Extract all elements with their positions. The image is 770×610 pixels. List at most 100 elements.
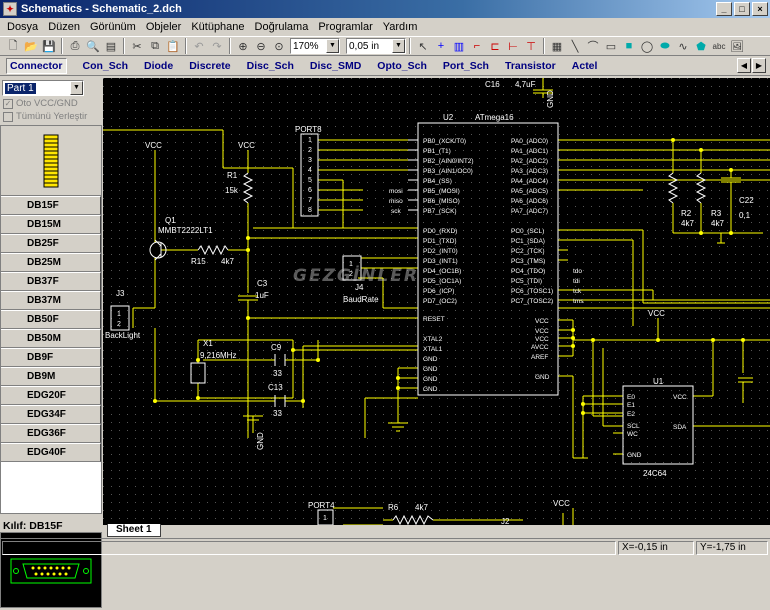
menu-gorunum[interactable]: Görünüm	[89, 21, 136, 33]
menu-objeler[interactable]: Objeler	[145, 21, 182, 33]
place-all-checkbox[interactable]: Tümünü Yerleştir	[3, 111, 87, 122]
x1-crystal[interactable]	[190, 362, 206, 384]
lib-scroll-right-button[interactable]: ▶	[752, 58, 766, 73]
rectangle-icon[interactable]: ▭	[605, 40, 617, 53]
lib-tab-actel[interactable]: Actel	[571, 59, 598, 72]
menu-dosya[interactable]: Dosya	[7, 21, 39, 33]
c9-capacitor[interactable]	[274, 354, 286, 366]
r1-resistor[interactable]	[242, 172, 254, 204]
j4-header[interactable]	[342, 255, 362, 281]
u1-eeprom[interactable]	[622, 385, 694, 465]
undo-icon[interactable]: ↶	[194, 40, 204, 53]
chevron-down-icon: ▼	[326, 39, 339, 53]
port8-header[interactable]	[300, 133, 319, 217]
c9-value: 33	[273, 369, 282, 378]
part-item-edg20f[interactable]: EDG20F	[1, 386, 101, 405]
text-icon[interactable]: abc	[712, 41, 726, 51]
lib-tab-diode[interactable]: Diode	[144, 59, 174, 72]
r6-resistor[interactable]	[392, 514, 434, 525]
wire-icon[interactable]: ⌐	[473, 40, 481, 52]
save-icon[interactable]: 💾	[42, 40, 56, 53]
zoom-out-icon[interactable]: ⊖	[256, 40, 266, 53]
tab-sheet-1[interactable]: Sheet 1	[107, 524, 161, 537]
menu-duzen[interactable]: Düzen	[48, 21, 80, 33]
grid-select[interactable]: 0,05 in▼	[346, 38, 406, 54]
svg-text:tms: tms	[573, 298, 584, 305]
junction-dots	[153, 138, 745, 415]
auto-vcc-gnd-checkbox[interactable]: ✓Oto VCC/GND	[3, 98, 78, 109]
part-preview[interactable]	[1, 126, 101, 196]
arc-icon[interactable]: ⌒	[587, 41, 599, 53]
q1-transistor[interactable]	[149, 241, 167, 259]
c22-label: C22	[739, 196, 754, 205]
table-icon[interactable]: ▦	[551, 40, 563, 53]
print-preview-icon[interactable]: 🔍	[86, 40, 100, 53]
maximize-button[interactable]: □	[734, 2, 750, 16]
zoom-fit-icon[interactable]: ⊙	[274, 40, 284, 53]
zoom-in-icon[interactable]: ⊕	[238, 40, 248, 53]
lib-tab-disc-sch[interactable]: Disc_Sch	[246, 59, 294, 72]
part-item-db37m[interactable]: DB37M	[1, 291, 101, 310]
r3-resistor[interactable]	[695, 172, 707, 204]
svg-text:4: 4	[308, 167, 312, 174]
r15-resistor[interactable]	[197, 244, 229, 256]
filled-rect-icon[interactable]: ■	[625, 40, 633, 52]
part-item-edg34f[interactable]: EDG34F	[1, 405, 101, 424]
lib-tab-transistor[interactable]: Transistor	[504, 59, 556, 72]
part-select[interactable]: Part 1▼	[2, 80, 84, 96]
part-item-db9f[interactable]: DB9F	[1, 348, 101, 367]
part-item-db25m[interactable]: DB25M	[1, 253, 101, 272]
close-button[interactable]: ×	[752, 2, 768, 16]
u2-chip-body[interactable]	[417, 122, 559, 396]
cut-icon[interactable]: ✂	[132, 40, 142, 53]
print-icon[interactable]: ⎙	[70, 39, 80, 52]
image-icon[interactable]: 🖼	[730, 40, 744, 53]
lib-tab-con-sch[interactable]: Con_Sch	[82, 59, 129, 72]
new-file-icon[interactable]: 🗋	[8, 39, 18, 52]
filled-ellipse-icon[interactable]: ⬬	[660, 39, 670, 52]
component-icon[interactable]: ▥	[453, 40, 465, 53]
net-label-icon[interactable]: ⊢	[508, 40, 518, 53]
polygon-icon[interactable]: ⬟	[696, 40, 706, 53]
part-item-db50m[interactable]: DB50M	[1, 329, 101, 348]
menu-kutuphane[interactable]: Kütüphane	[191, 21, 245, 33]
lib-tab-connector[interactable]: Connector	[6, 57, 67, 74]
lib-tab-discrete[interactable]: Discrete	[189, 59, 231, 72]
pointer-icon[interactable]: ↖	[418, 40, 428, 53]
part-item-db15f[interactable]: DB15F	[1, 196, 101, 215]
j3-header[interactable]	[110, 305, 130, 331]
part-item-db37f[interactable]: DB37F	[1, 272, 101, 291]
port4-header[interactable]	[317, 509, 334, 525]
power-icon[interactable]: ⊤	[526, 40, 536, 53]
part-item-db25f[interactable]: DB25F	[1, 234, 101, 253]
crosshair-icon[interactable]: +	[437, 40, 445, 52]
part-item-db50f[interactable]: DB50F	[1, 310, 101, 329]
r2-resistor[interactable]	[667, 172, 679, 204]
part-item-db9m[interactable]: DB9M	[1, 367, 101, 386]
minimize-button[interactable]: _	[716, 2, 732, 16]
part-item-edg36f[interactable]: EDG36F	[1, 424, 101, 443]
open-folder-icon[interactable]: 📂	[24, 40, 38, 53]
page-setup-icon[interactable]: ▤	[105, 40, 117, 53]
paste-icon[interactable]: 📋	[166, 40, 180, 53]
copy-icon[interactable]: ⧉	[151, 39, 159, 52]
part-item-db15m[interactable]: DB15M	[1, 215, 101, 234]
redo-icon[interactable]: ↷	[212, 40, 222, 53]
lib-tab-disc-smd[interactable]: Disc_SMD	[309, 59, 362, 72]
svg-text:GND: GND	[627, 452, 642, 459]
menu-programlar[interactable]: Programlar	[318, 21, 373, 33]
menu-dogrulama[interactable]: Doğrulama	[254, 21, 309, 33]
c13-capacitor[interactable]	[274, 395, 286, 407]
menu-yardim[interactable]: Yardım	[382, 21, 418, 33]
line-icon[interactable]: ╲	[571, 40, 579, 53]
zoom-select[interactable]: 170%▼	[290, 38, 340, 54]
part-item-edg40f[interactable]: EDG40F	[1, 443, 101, 462]
ellipse-icon[interactable]: ◯	[640, 40, 654, 53]
bus-icon[interactable]: ⊏	[490, 40, 500, 53]
curve-icon[interactable]: ∿	[678, 40, 688, 53]
lib-tab-opto-sch[interactable]: Opto_Sch	[377, 59, 427, 72]
u2-label: U2	[443, 113, 454, 122]
lib-tab-port-sch[interactable]: Port_Sch	[442, 59, 489, 72]
lib-scroll-left-button[interactable]: ◀	[737, 58, 751, 73]
